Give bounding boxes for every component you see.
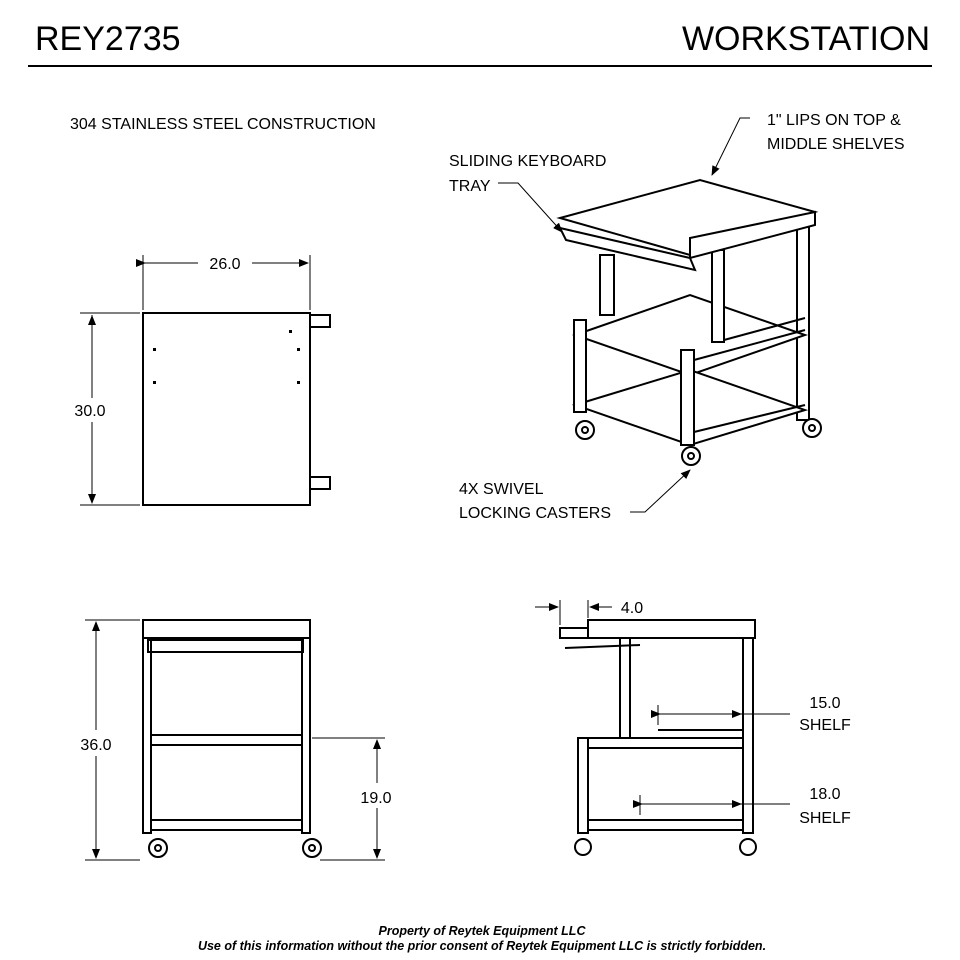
isometric-view (498, 117, 822, 513)
dim-tray-offset: 4.0 (621, 600, 643, 617)
dim-top-depth: 30.0 (74, 403, 105, 420)
footer-property: Property of Reytek Equipment LLC (379, 924, 587, 938)
dim-bottom-shelf: 18.0 (809, 786, 840, 803)
front-view (85, 619, 385, 861)
tray-note-line2: TRAY (449, 178, 491, 195)
caster-icons (575, 418, 822, 466)
top-view (80, 255, 331, 506)
drawing-title: WORKSTATION (682, 20, 930, 58)
casters-note-line2: LOCKING CASTERS (459, 505, 611, 522)
dim-shelf-height: 19.0 (360, 790, 391, 807)
tray-note-line1: SLIDING KEYBOARD (449, 153, 606, 170)
dim-middle-shelf: 15.0 (809, 695, 840, 712)
dim-top-width: 26.0 (209, 256, 240, 273)
casters-note-line1: 4X SWIVEL (459, 481, 544, 498)
footer-disclaimer: Use of this information without the prio… (198, 939, 766, 953)
dim-front-height: 36.0 (80, 737, 111, 754)
bottom-shelf-label: SHELF (799, 810, 851, 827)
lips-note-line2: MIDDLE SHELVES (767, 136, 905, 153)
middle-shelf-label: SHELF (799, 717, 851, 734)
construction-note: 304 STAINLESS STEEL CONSTRUCTION (70, 116, 376, 133)
model-number: REY2735 (35, 20, 181, 58)
lips-note-line1: 1" LIPS ON TOP & (767, 112, 901, 129)
side-view (535, 600, 790, 856)
